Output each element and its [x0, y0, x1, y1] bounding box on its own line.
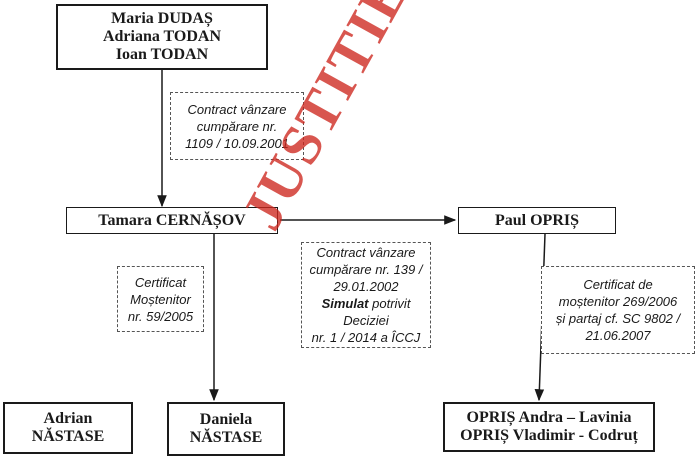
node-daniela: Daniela NĂSTASE	[167, 402, 285, 456]
simulat-label: Simulat	[321, 296, 369, 311]
node-initial-owners: Maria DUDAȘ Adriana TODAN Ioan TODAN	[56, 4, 268, 70]
node-tamara: Tamara CERNĂȘOV	[66, 207, 278, 234]
note-contract-139: Contract vânzare cumpărare nr. 139 / 29.…	[301, 242, 431, 348]
note-certificat-269: Certificat de moștenitor 269/2006 și par…	[541, 266, 695, 354]
node-opris-heirs: OPRIȘ Andra – Lavinia OPRIȘ Vladimir - C…	[443, 402, 655, 452]
note-contract-1109: Contract vânzare cumpărare nr. 1109 / 10…	[170, 92, 304, 160]
note-certificat-59: Certificat Moștenitor nr. 59/2005	[117, 266, 204, 332]
owner-name: Ioan TODAN	[115, 46, 209, 63]
node-paul: Paul OPRIȘ	[458, 207, 616, 234]
owner-name: Maria DUDAȘ	[111, 10, 213, 27]
owner-name: Adriana TODAN	[102, 28, 222, 45]
node-adrian: Adrian NĂSTASE	[3, 402, 133, 454]
